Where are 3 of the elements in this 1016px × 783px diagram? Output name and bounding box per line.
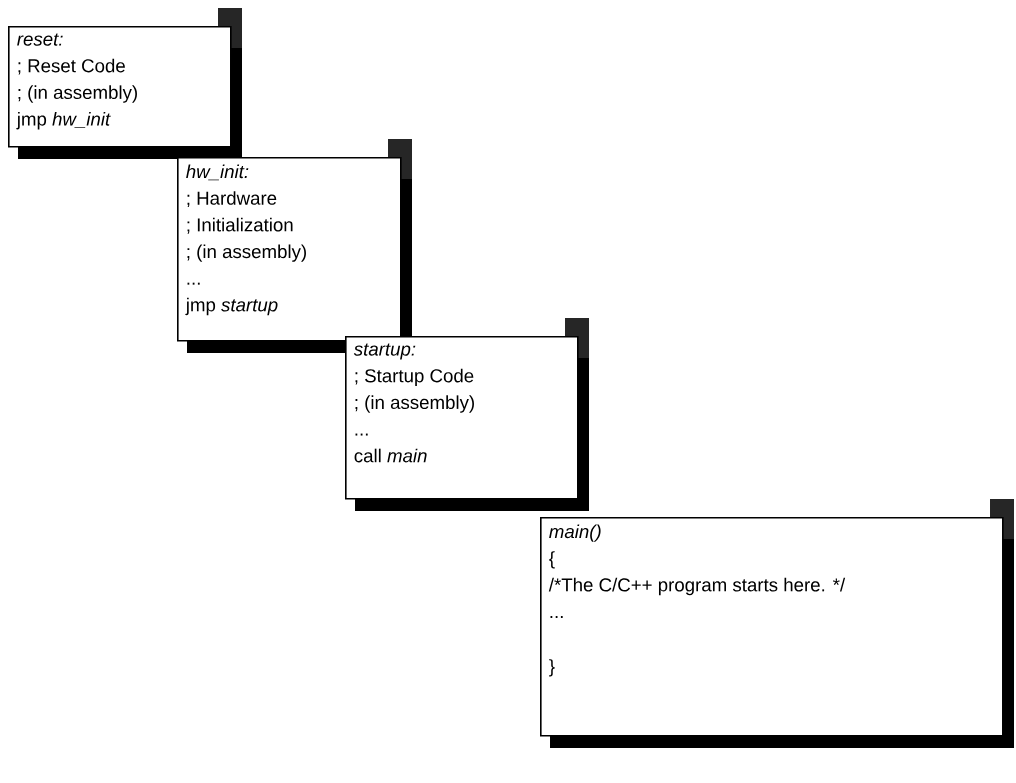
code-card: startup: ; Startup Code ; (in assembly) ... call main xyxy=(345,318,589,511)
code-card: main() { /*The C/C++ program starts here. */ ... } xyxy=(540,499,1014,748)
code-card: reset: ; Reset Code ; (in assembly) jmp hw_init xyxy=(8,8,242,159)
